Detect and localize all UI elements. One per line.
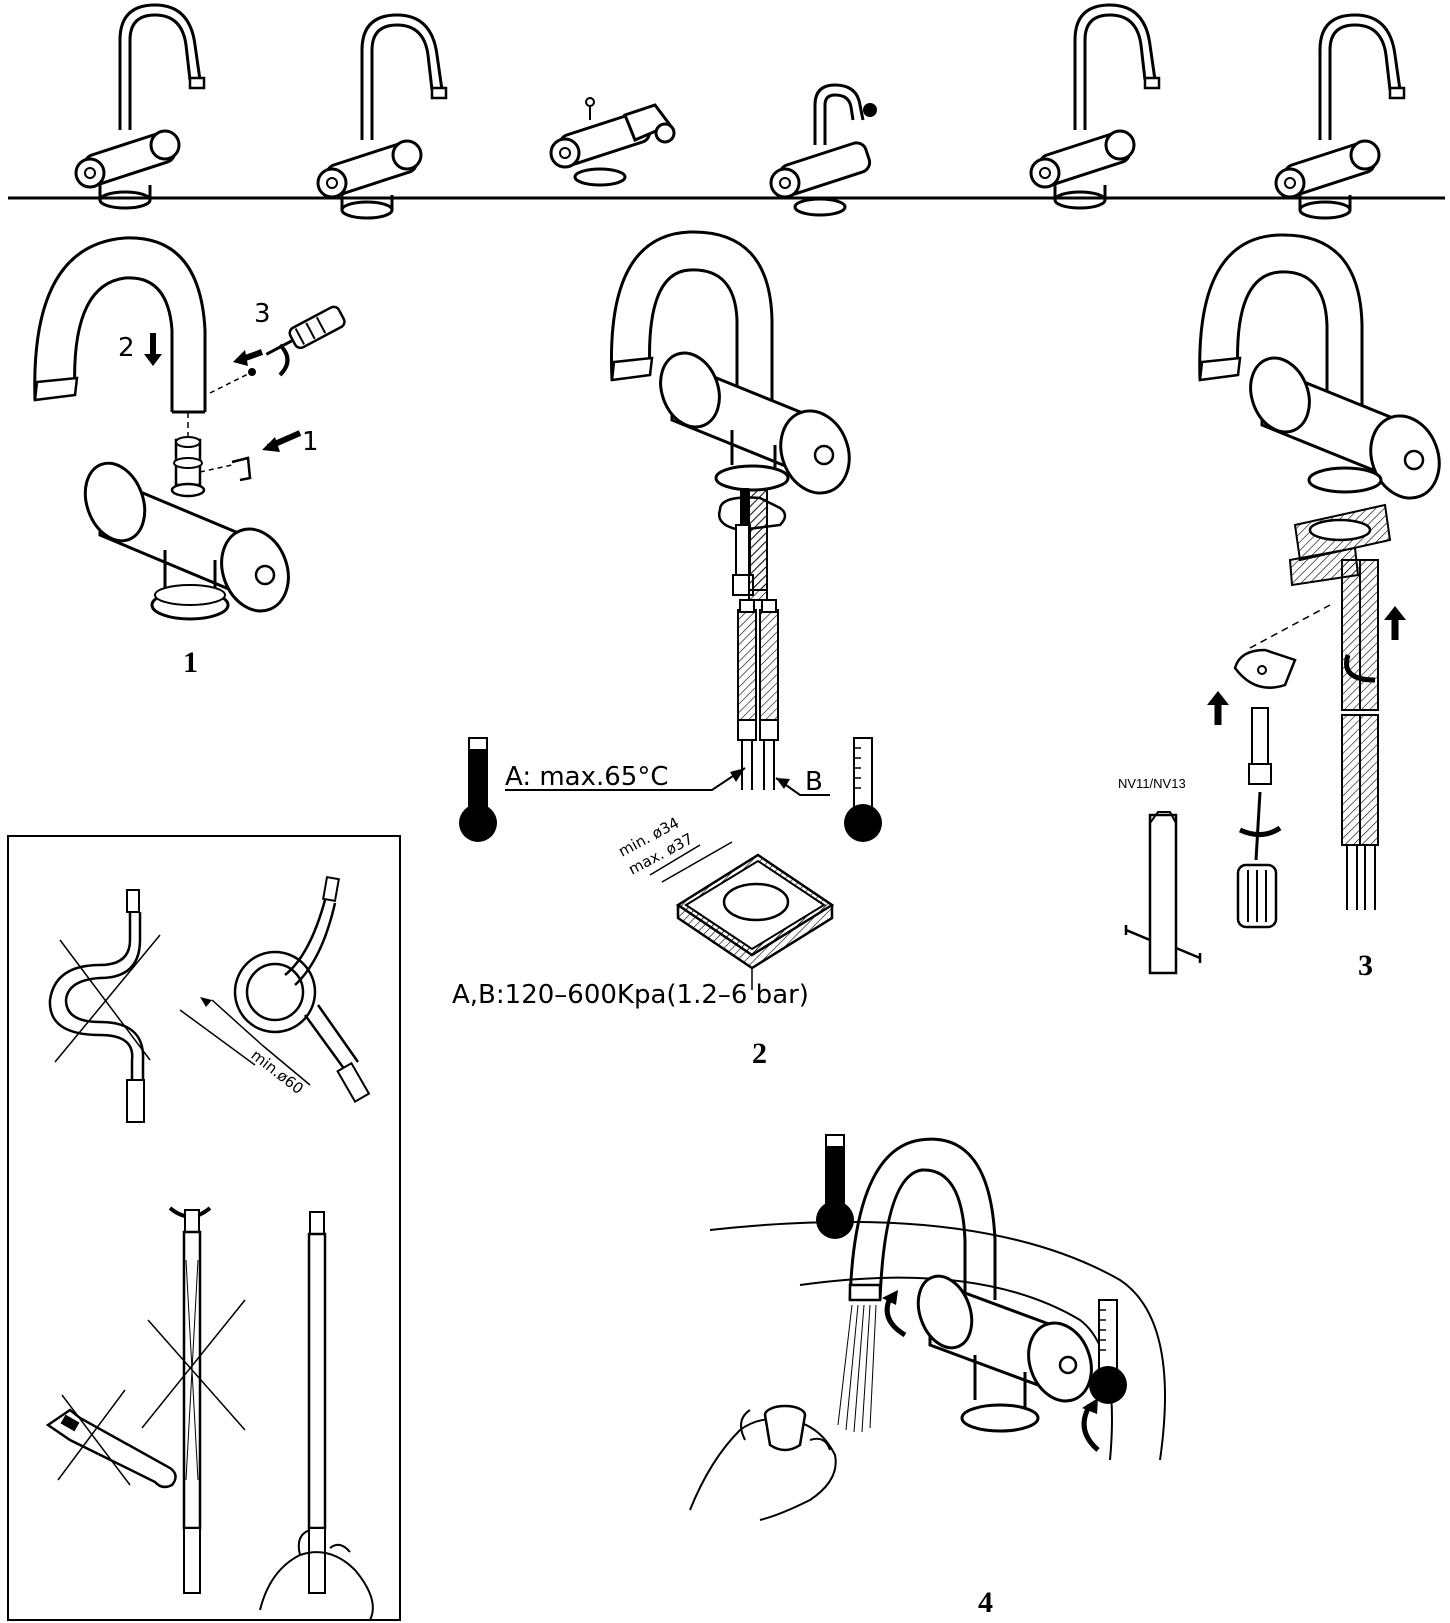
cold-thermometer-icon xyxy=(1088,1299,1128,1405)
step-4-figure: 4 xyxy=(689,1134,1166,1619)
variant-strip xyxy=(8,3,1445,220)
step-1-figure: 1 2 3 1 xyxy=(33,236,346,679)
wrench-icon xyxy=(45,1389,177,1489)
step3-wrench-label: NV11/NV13 xyxy=(1118,776,1186,791)
screwdriver-icon xyxy=(265,305,346,356)
countertop-hole: min. ø34 max. ø37 xyxy=(615,814,835,990)
step-2-figure: A: max.65°C B min. ø34 max. ø37 A,B:120–… xyxy=(452,230,883,1070)
hot-thermometer-icon xyxy=(458,737,498,843)
step1-arrow-3-label: 3 xyxy=(254,299,271,329)
step-3-number: 3 xyxy=(1358,949,1373,982)
socket-wrench-icon xyxy=(1124,811,1202,975)
hose-good-straight xyxy=(259,1211,374,1621)
step2-label-a: A: max.65°C xyxy=(505,762,669,792)
step1-arrow-1-label: 1 xyxy=(302,427,319,457)
hose-bad-kink xyxy=(48,889,161,1123)
step2-label-b: B xyxy=(805,767,823,797)
hand-aerator xyxy=(689,1404,837,1521)
variant-6-icon xyxy=(1274,13,1406,220)
step1-arrow-2-label: 2 xyxy=(118,333,135,363)
step-1-number: 1 xyxy=(183,646,198,679)
variant-4-icon xyxy=(769,83,877,217)
step-4-number: 4 xyxy=(978,1586,993,1619)
water-stream xyxy=(837,1304,877,1433)
variant-3-icon xyxy=(549,97,676,187)
hose-instruction-box: min.ø60 xyxy=(7,835,401,1621)
variant-1-icon xyxy=(74,3,206,210)
variant-2-icon xyxy=(316,13,448,220)
up-arrow-icon xyxy=(1207,691,1229,725)
cold-thermometer-icon xyxy=(843,737,883,843)
hose-bad-twist xyxy=(141,1206,246,1594)
step-2-number: 2 xyxy=(752,1037,767,1070)
pressure-label: A,B:120–600Kpa(1.2–6 bar) xyxy=(452,980,809,1010)
up-arrow-icon xyxy=(1384,606,1406,640)
hot-thermometer-icon xyxy=(815,1134,855,1240)
step-3-figure: NV11/NV13 3 xyxy=(1118,233,1441,982)
variant-5-icon xyxy=(1029,3,1161,210)
